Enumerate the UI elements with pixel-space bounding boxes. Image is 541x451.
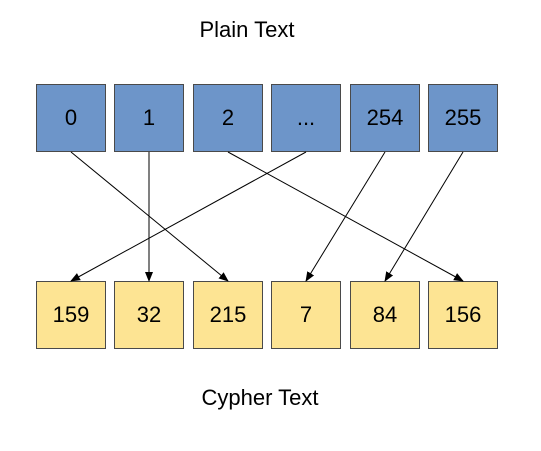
cypher-box-3: 7 xyxy=(271,281,341,349)
cypher-text-heading: Cypher Text xyxy=(201,385,319,410)
plain-box-0: 0 xyxy=(36,84,106,152)
mapping-arrow-4-to-3 xyxy=(305,151,386,282)
plain-box-254: 254 xyxy=(350,84,420,152)
cypher-box-0: 159 xyxy=(36,281,106,349)
cypher-box-4: 84 xyxy=(350,281,420,349)
plain-box-255: 255 xyxy=(428,84,498,152)
cypher-box-5: 156 xyxy=(428,281,498,349)
plain-box-2: 2 xyxy=(193,84,263,152)
plain-box-ellipsis: ... xyxy=(271,84,341,152)
cypher-box-2: 215 xyxy=(193,281,263,349)
mapping-arrow-5-to-4 xyxy=(384,151,464,282)
mapping-arrow-3-to-0 xyxy=(70,151,307,282)
plain-box-1: 1 xyxy=(114,84,184,152)
plain-text-heading: Plain Text xyxy=(199,17,295,42)
